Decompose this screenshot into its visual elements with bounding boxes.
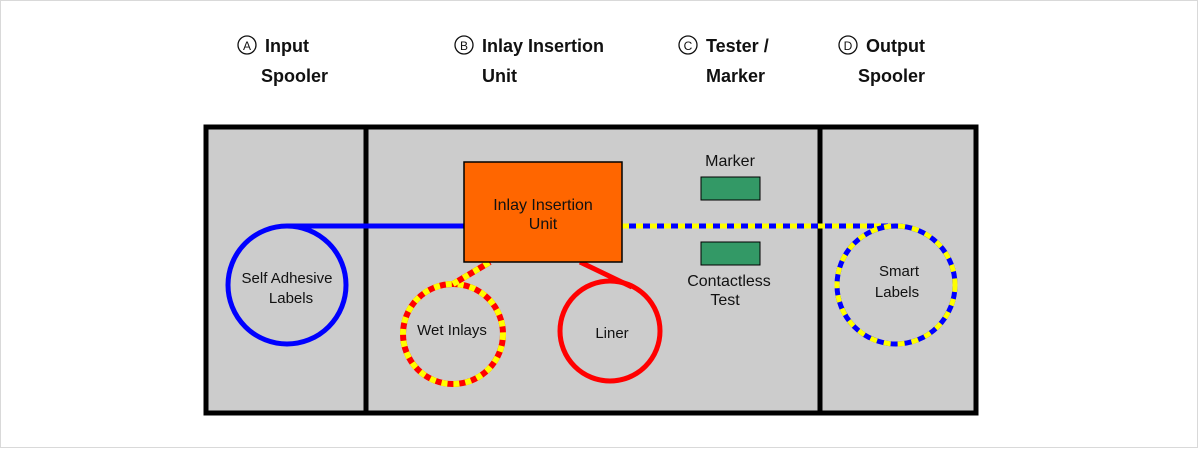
- header-input-spooler: A Input Spooler: [237, 35, 328, 86]
- header-marker-letter: C: [684, 39, 693, 53]
- marker-station: [700, 176, 761, 201]
- header-title-line2: Spooler: [858, 66, 925, 86]
- self-adhesive-labels-text-line2: Labels: [269, 290, 313, 307]
- smart-labels-text-line1: Smart: [879, 263, 920, 280]
- marker-label: Marker: [705, 153, 755, 170]
- wet-inlays-text: Wet Inlays: [417, 322, 487, 339]
- header-marker-circle: [237, 35, 257, 55]
- header-output-spooler: D Output Spooler: [838, 35, 925, 86]
- inlay-insertion-unit-box: [463, 161, 623, 263]
- contactless-test-label-line1: Contactless: [687, 273, 771, 290]
- self-adhesive-labels-text-line1: Self Adhesive: [242, 270, 333, 287]
- header-title-line1: Input: [265, 36, 309, 56]
- contactless-test-label-line2: Test: [710, 292, 740, 309]
- liner-text: Liner: [595, 325, 628, 342]
- liner-reel: [557, 278, 663, 384]
- output-spooler-panel: [817, 124, 979, 416]
- header-marker-circle: [454, 35, 474, 55]
- header-marker-circle: [838, 35, 858, 55]
- header-marker-letter: D: [844, 39, 853, 53]
- header-title-line1: Tester /: [706, 36, 769, 56]
- header-title-line2: Spooler: [261, 66, 328, 86]
- header-title-line2: Unit: [482, 66, 517, 86]
- header-marker-circle: [678, 35, 698, 55]
- header-tester-marker: C Tester / Marker: [678, 35, 769, 86]
- wet-inlays-feed: [451, 259, 492, 287]
- liner-feed: [578, 259, 634, 290]
- insertion-unit-label-line2: Unit: [529, 216, 558, 233]
- header-inlay-insertion-unit: B Inlay Insertion Unit: [454, 35, 604, 86]
- smart-labels-reel: [834, 223, 958, 347]
- header-title-line2: Marker: [706, 66, 765, 86]
- header-title-line1: Output: [866, 36, 925, 56]
- contactless-test-station: [700, 241, 761, 266]
- header-marker-letter: A: [243, 39, 251, 53]
- header-title-line1: Inlay Insertion: [482, 36, 604, 56]
- header-marker-letter: B: [460, 39, 468, 53]
- insertion-unit-label-line1: Inlay Insertion: [493, 197, 593, 214]
- smart-labels-text-line2: Labels: [875, 284, 919, 301]
